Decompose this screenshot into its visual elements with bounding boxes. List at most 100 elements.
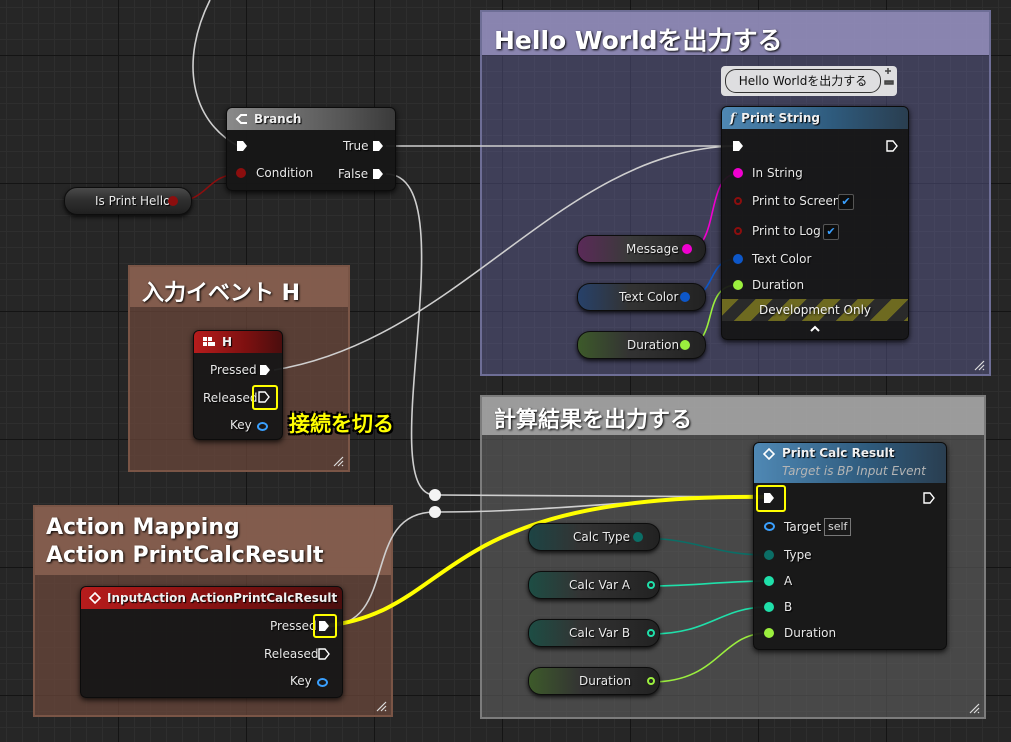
branch-icon — [235, 114, 247, 124]
int-wire-calc-var-a[interactable] — [650, 580, 769, 587]
string-output-pin[interactable] — [682, 244, 692, 254]
exec-wire-into-branch[interactable] — [192, 0, 239, 147]
comment-bubble[interactable] — [721, 66, 897, 96]
calc-var-a-variable[interactable]: Calc Var A — [528, 571, 660, 599]
float-wire-duration-bottom[interactable] — [650, 632, 769, 683]
duration-variable-bottom[interactable]: Duration — [528, 667, 660, 695]
self-default-value: self — [824, 518, 852, 536]
true-label: True — [343, 139, 369, 153]
type-pin[interactable] — [764, 550, 774, 560]
pin-comment-icon[interactable] — [883, 67, 895, 89]
node-subtitle: Target is BP Input Event — [782, 464, 926, 478]
key-label: Key — [290, 674, 312, 688]
false-exec-pin-icon[interactable] — [372, 168, 384, 180]
byte-output-pin[interactable] — [633, 532, 643, 542]
in-string-pin[interactable] — [733, 168, 743, 178]
message-variable[interactable]: Message — [577, 235, 706, 263]
highlighted-new-connection[interactable] — [325, 494, 771, 628]
key-h-event-node[interactable]: H — [193, 330, 283, 440]
variable-label: Calc Var A — [569, 578, 631, 592]
variable-label: Duration — [627, 338, 680, 352]
function-icon: f — [730, 111, 736, 125]
pressed-label: Pressed — [270, 619, 317, 633]
key-label: Key — [230, 418, 252, 432]
variable-label: Text Color — [619, 290, 679, 304]
node-title: InputAction ActionPrintCalcResult — [107, 591, 338, 605]
released-label: Released — [264, 647, 319, 661]
key-struct-pin[interactable] — [257, 422, 268, 431]
duration-label: Duration — [784, 626, 837, 640]
exec-out-pin-icon[interactable] — [886, 140, 898, 152]
exec-in-pin-highlight — [756, 485, 786, 512]
key-struct-pin[interactable] — [317, 678, 328, 687]
exec-in-pin-icon[interactable] — [732, 140, 744, 152]
text-color-variable[interactable]: Text Color — [577, 283, 706, 311]
a-pin[interactable] — [764, 576, 774, 586]
print-to-log-pin[interactable] — [734, 227, 742, 235]
calc-var-b-variable[interactable]: Calc Var B — [528, 619, 660, 647]
target-label: Target — [784, 520, 822, 534]
print-to-screen-checkbox[interactable]: ✔ — [838, 194, 854, 210]
int-wire-calc-var-b[interactable] — [650, 606, 769, 635]
print-string-node[interactable]: f Print String Development Only — [721, 106, 909, 340]
resize-grip-icon[interactable] — [973, 359, 985, 371]
print-calc-result-node[interactable]: Print Calc Result Target is BP Input Eve… — [753, 442, 947, 650]
released-label: Released — [203, 391, 258, 405]
node-title: Print String — [741, 111, 820, 125]
print-to-log-label: Print to Log — [752, 224, 821, 238]
true-exec-pin-icon[interactable] — [372, 140, 384, 152]
node-title: Branch — [254, 112, 302, 126]
print-to-screen-label: Print to Screen — [752, 194, 841, 208]
bool-output-pin[interactable] — [168, 196, 178, 206]
float-output-pin[interactable] — [680, 340, 690, 350]
print-to-screen-pin[interactable] — [734, 197, 742, 205]
duration-pin[interactable] — [764, 628, 774, 638]
int-output-pin[interactable] — [647, 581, 655, 589]
condition-pin[interactable] — [236, 168, 246, 178]
print-to-log-checkbox[interactable]: ✔ — [823, 224, 839, 240]
resize-grip-icon[interactable] — [968, 702, 980, 714]
resize-grip-icon[interactable] — [375, 700, 387, 712]
input-action-node[interactable]: InputAction ActionPrintCalcResult — [80, 586, 343, 698]
comment-title: Hello Worldを出力する — [494, 26, 783, 55]
pressed-label: Pressed — [210, 363, 257, 377]
text-color-label: Text Color — [752, 252, 812, 266]
calc-type-variable[interactable]: Calc Type — [528, 523, 660, 551]
pressed-pin-highlight — [313, 614, 337, 638]
exec-out-pin-icon[interactable] — [923, 492, 935, 504]
exec-in-pin-icon[interactable] — [763, 492, 775, 504]
in-string-label: In String — [752, 166, 803, 180]
exec-in-pin-icon[interactable] — [236, 140, 248, 152]
collapse-chevron-up-icon[interactable] — [809, 324, 821, 332]
reroute-node[interactable] — [429, 489, 441, 501]
exec-wire-reroute-2[interactable] — [436, 496, 771, 513]
exec-wire-branch-false[interactable] — [385, 173, 436, 496]
b-pin[interactable] — [764, 602, 774, 612]
comment-title: 計算結果を出力する — [494, 408, 693, 433]
variable-label: Message — [626, 242, 679, 256]
exec-wire-h-pressed[interactable] — [273, 145, 736, 371]
struct-output-pin[interactable] — [680, 292, 690, 302]
node-title: H — [222, 335, 233, 349]
target-pin[interactable] — [764, 522, 775, 531]
released-exec-pin-icon[interactable] — [318, 648, 330, 660]
reroute-node[interactable] — [429, 506, 441, 518]
text-color-pin[interactable] — [733, 254, 743, 264]
variable-label: Calc Type — [573, 530, 631, 544]
pressed-exec-pin-icon[interactable] — [318, 620, 330, 632]
duration-variable[interactable]: Duration — [577, 331, 706, 359]
a-label: A — [784, 574, 793, 588]
duration-pin[interactable] — [733, 280, 743, 290]
float-output-pin[interactable] — [647, 677, 655, 685]
resize-grip-icon[interactable] — [332, 455, 344, 467]
event-diamond-icon — [89, 592, 101, 604]
is-print-hello-variable[interactable]: Is Print Hello — [64, 187, 192, 215]
variable-label: Duration — [579, 674, 632, 688]
variable-label: Calc Var B — [569, 626, 631, 640]
int-output-pin[interactable] — [647, 629, 655, 637]
branch-node[interactable]: Branch — [226, 107, 396, 191]
pressed-exec-pin-icon[interactable] — [259, 364, 271, 376]
released-exec-pin-icon[interactable] — [258, 391, 270, 403]
condition-label: Condition — [256, 166, 314, 180]
development-only-banner: Development Only — [722, 299, 908, 321]
